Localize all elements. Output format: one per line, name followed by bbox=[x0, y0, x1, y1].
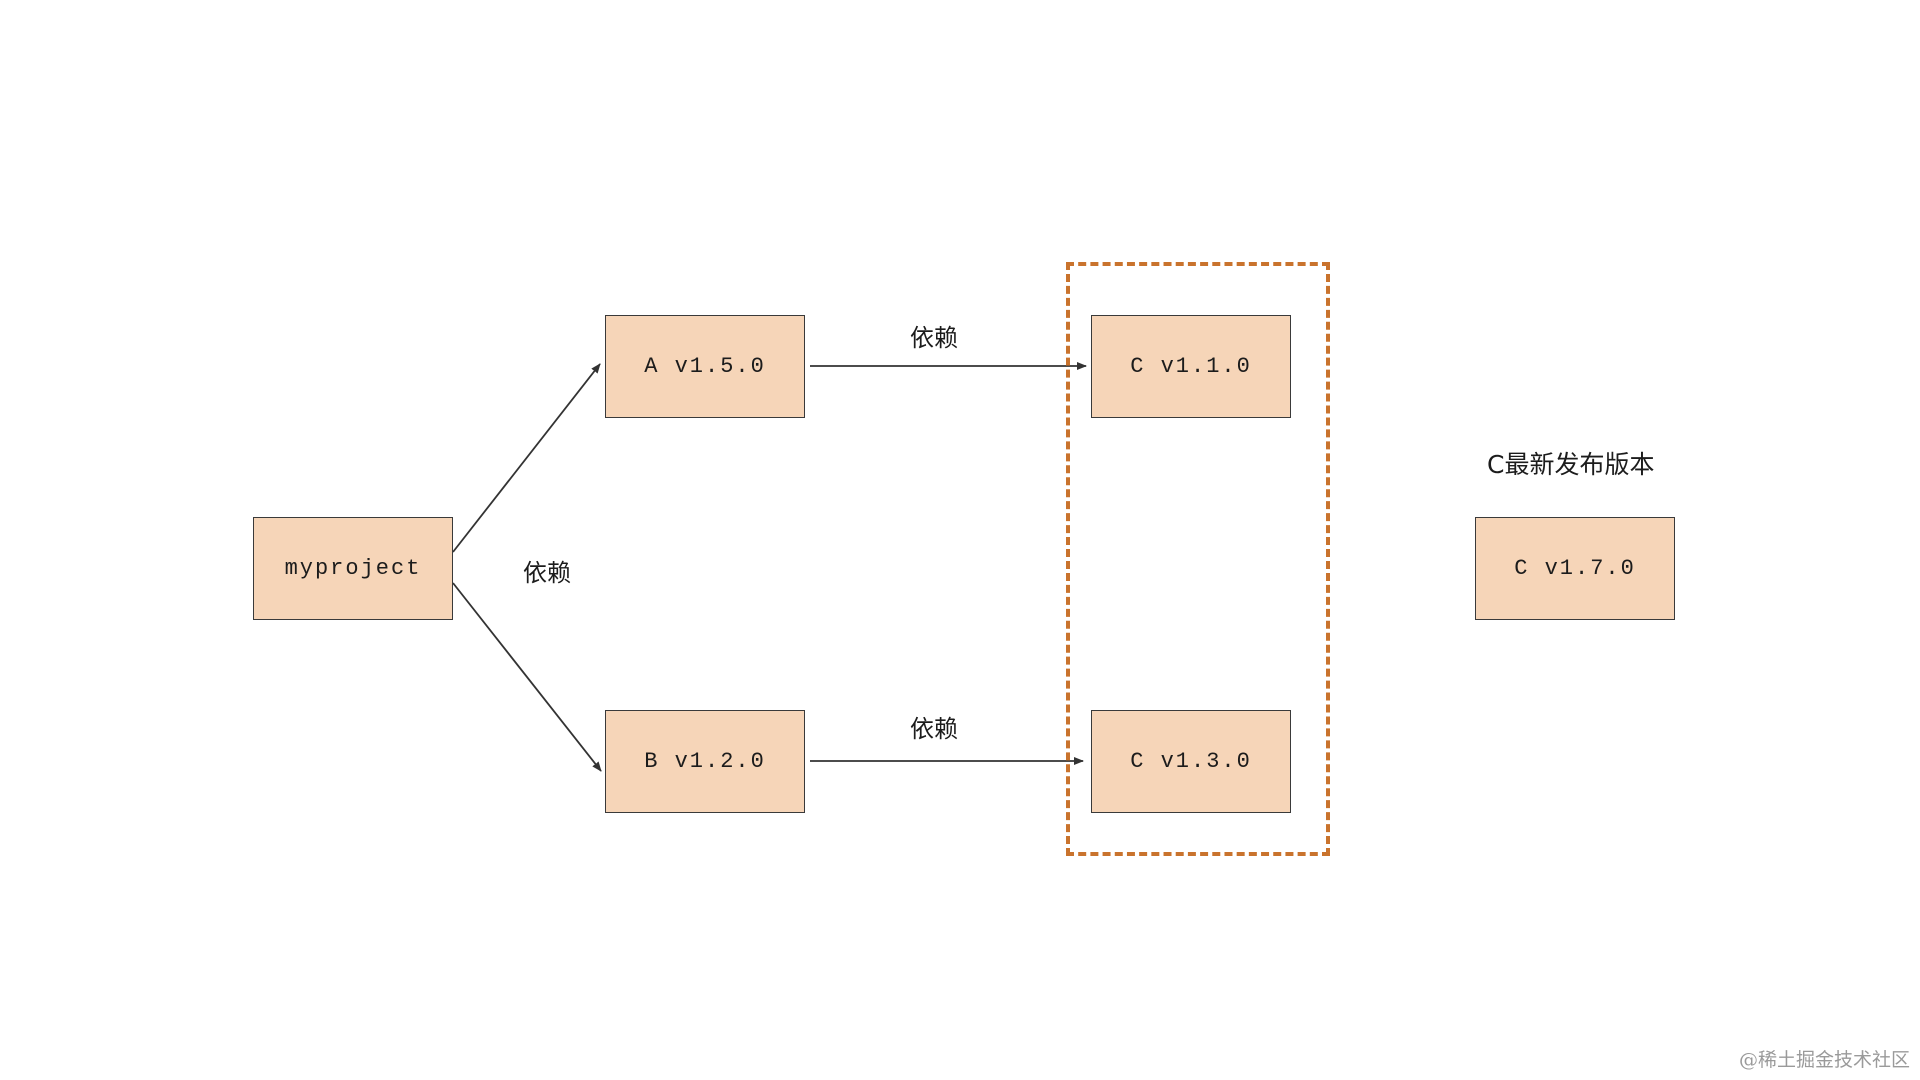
node-c-v130-label: C v1.3.0 bbox=[1130, 749, 1252, 774]
node-c-v130: C v1.3.0 bbox=[1091, 710, 1291, 813]
node-b-v120-label: B v1.2.0 bbox=[644, 749, 766, 774]
node-c-v170-latest: C v1.7.0 bbox=[1475, 517, 1675, 620]
node-a-v150-label: A v1.5.0 bbox=[644, 354, 766, 379]
node-myproject-label: myproject bbox=[284, 556, 422, 581]
edge-myproject-to-a bbox=[452, 363, 601, 553]
version-conflict-highlight-box bbox=[1066, 262, 1330, 856]
node-a-v150: A v1.5.0 bbox=[605, 315, 805, 418]
edge-label-b-dependency: 依赖 bbox=[910, 715, 958, 743]
latest-version-title: C最新发布版本 bbox=[1487, 450, 1655, 479]
watermark: @稀土掘金技术社区 bbox=[1738, 1049, 1910, 1071]
node-b-v120: B v1.2.0 bbox=[605, 710, 805, 813]
node-myproject: myproject bbox=[253, 517, 453, 620]
edge-label-a-dependency: 依赖 bbox=[910, 324, 958, 352]
node-c-v170-label: C v1.7.0 bbox=[1514, 556, 1636, 581]
node-c-v110-label: C v1.1.0 bbox=[1130, 354, 1252, 379]
edge-myproject-to-b bbox=[452, 582, 602, 772]
node-c-v110: C v1.1.0 bbox=[1091, 315, 1291, 418]
edge-label-root-dependency: 依赖 bbox=[523, 559, 571, 587]
